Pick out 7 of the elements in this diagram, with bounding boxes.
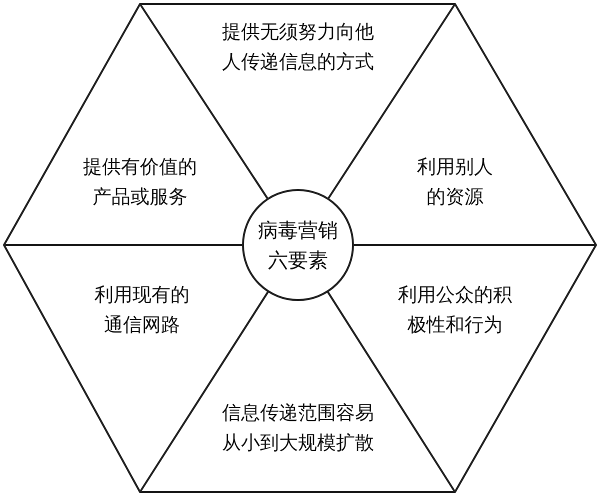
sector-label: 利用别人的资源 xyxy=(416,152,494,212)
sector-label: 利用公众的积极性和行为 xyxy=(397,280,513,340)
sector-label: 利用现有的通信网路 xyxy=(94,280,190,340)
sector-label: 提供无须努力向他人传递信息的方式 xyxy=(221,17,375,77)
sector-label: 提供有价值的产品或服务 xyxy=(82,152,198,212)
sector-label: 信息传递范围容易从小到大规模扩散 xyxy=(221,398,375,458)
center-circle: 病毒营销六要素 xyxy=(242,189,354,301)
